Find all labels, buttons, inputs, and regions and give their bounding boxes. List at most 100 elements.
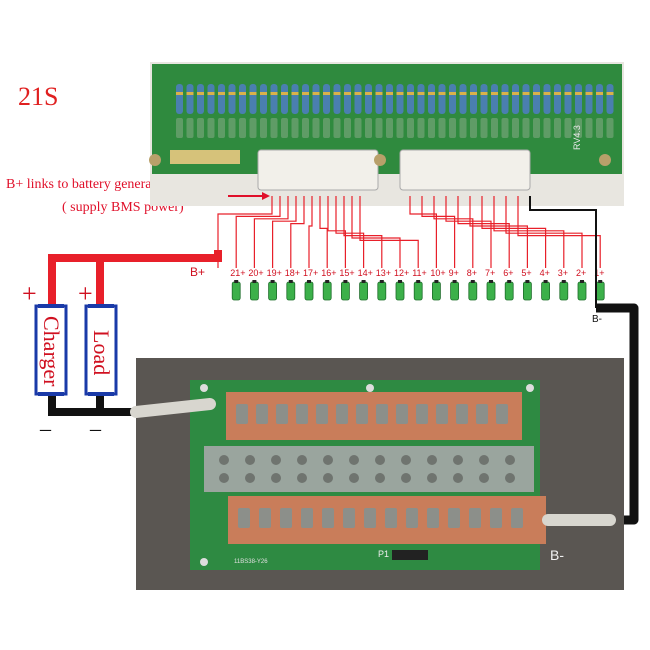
cell-tap-label: 20+ bbox=[248, 268, 263, 278]
cell-tap-label: 13+ bbox=[376, 268, 391, 278]
cell-count-title: 21S bbox=[18, 82, 59, 111]
battery-cell-cap bbox=[507, 280, 512, 283]
cell-tap-label: 2+ bbox=[576, 268, 586, 278]
balance-wire bbox=[517, 196, 601, 268]
p1-label: P1 bbox=[378, 549, 389, 559]
cell-tap-label: 3+ bbox=[558, 268, 568, 278]
battery-cell-cap bbox=[325, 280, 330, 283]
top-board-silk: RV4.3 bbox=[572, 125, 582, 150]
charger-label: Charger bbox=[39, 316, 64, 387]
cell-tap-label: 8+ bbox=[467, 268, 477, 278]
battery-cell bbox=[304, 281, 314, 301]
balance-wire bbox=[308, 196, 313, 268]
battery-cell-cap bbox=[489, 280, 493, 283]
balance-wire bbox=[217, 196, 273, 268]
battery-cell-cap bbox=[434, 280, 439, 283]
battery-cell-cap bbox=[598, 280, 603, 283]
battery-cell-cap bbox=[470, 280, 475, 283]
cell-tap-label: 14+ bbox=[358, 268, 373, 278]
balance-wire bbox=[493, 196, 565, 268]
balance-wire bbox=[343, 196, 383, 268]
cell-tap-label: 12+ bbox=[394, 268, 409, 278]
load-plus: + bbox=[78, 279, 93, 308]
cell-tap-label: 21+ bbox=[230, 268, 245, 278]
battery-cell-cap bbox=[543, 280, 548, 283]
bottom-bminus-label: B- bbox=[550, 547, 564, 563]
battery-cell bbox=[395, 281, 405, 301]
cell-tap-label: 5+ bbox=[521, 268, 531, 278]
cell-tap-label: 15+ bbox=[339, 268, 354, 278]
balance-wire bbox=[235, 196, 281, 268]
balance-wire bbox=[421, 196, 456, 268]
battery-cell-cap bbox=[379, 280, 384, 283]
battery-cell bbox=[577, 281, 587, 301]
battery-cell bbox=[523, 281, 532, 301]
load-box: Load + _ bbox=[78, 279, 118, 433]
cell-tap-label: 18+ bbox=[285, 268, 300, 278]
balance-wire bbox=[290, 196, 305, 268]
cell-tap-label: 16+ bbox=[321, 268, 336, 278]
load-label: Load bbox=[89, 330, 114, 375]
battery-cell-cap bbox=[398, 280, 402, 283]
balance-wire bbox=[445, 196, 492, 268]
battery-cell-cap bbox=[343, 280, 348, 283]
battery-cell-cap bbox=[580, 280, 584, 283]
balance-wire bbox=[319, 196, 328, 268]
battery-cell-cap bbox=[525, 280, 530, 283]
balance-wire bbox=[409, 196, 437, 268]
battery-cell-cap bbox=[416, 280, 421, 283]
cell-tap-label: 17+ bbox=[303, 268, 318, 278]
cell-tap-label: 4+ bbox=[540, 268, 550, 278]
balance-wire bbox=[351, 196, 401, 268]
battery-cell bbox=[231, 281, 241, 301]
top-bms-board-photo: RV4.3 bbox=[149, 62, 624, 206]
balance-wire bbox=[272, 196, 297, 268]
charger-box: Charger + _ bbox=[22, 279, 68, 433]
battery-cell-cap bbox=[361, 280, 366, 283]
battery-cell-cap bbox=[307, 280, 311, 283]
charger-plus: + bbox=[22, 279, 37, 308]
cell-tap-label: 19+ bbox=[267, 268, 282, 278]
battery-cell bbox=[431, 281, 441, 301]
balance-wire bbox=[359, 196, 419, 268]
cell-tap-label: 6+ bbox=[503, 268, 513, 278]
battery-cell-cap bbox=[561, 280, 566, 283]
positive-bus-wire bbox=[48, 250, 222, 308]
battery-cell bbox=[504, 281, 514, 301]
note-arrow-head-icon bbox=[262, 192, 270, 200]
balance-wire bbox=[505, 196, 583, 268]
bminus-top-label: B- bbox=[592, 314, 602, 325]
battery-cell bbox=[359, 281, 369, 301]
balance-wire bbox=[433, 196, 474, 268]
cell-tap-label: 10+ bbox=[430, 268, 445, 278]
cell-tap-label: 7+ bbox=[485, 268, 495, 278]
balance-wires bbox=[217, 196, 601, 268]
balance-wire bbox=[327, 196, 346, 268]
balance-wire bbox=[469, 196, 528, 268]
balance-wire bbox=[457, 196, 510, 268]
cell-tap-label: B+ bbox=[190, 265, 205, 279]
cell-tap-label: 11+ bbox=[412, 268, 427, 278]
balance-wire bbox=[253, 196, 289, 268]
battery-cell bbox=[340, 281, 350, 301]
battery-cell bbox=[541, 281, 550, 301]
battery-cell bbox=[249, 281, 259, 301]
board-silk-text: 11BS38-Y26 bbox=[234, 559, 268, 565]
battery-cell-cap bbox=[452, 280, 457, 283]
battery-cell bbox=[322, 281, 332, 301]
cell-tap-label: 9+ bbox=[449, 268, 459, 278]
cell-row: B+ 21+20+ 19+18+17+16+15+ 14+13+12+11+10+ 9+… bbox=[190, 265, 605, 301]
battery-cell-cap bbox=[252, 280, 257, 283]
battery-cell bbox=[468, 281, 478, 301]
bottom-bms-board-photo: P1 B- 11BS38-Y26 bbox=[130, 358, 624, 590]
cell-tap-label: 1+ bbox=[594, 268, 604, 278]
bminus-sense-wire bbox=[529, 196, 597, 308]
battery-cell bbox=[413, 281, 423, 301]
balance-wire bbox=[335, 196, 365, 268]
battery-cell-cap bbox=[270, 280, 275, 283]
balance-wire bbox=[481, 196, 547, 268]
battery-cell-cap bbox=[288, 280, 293, 283]
battery-cell bbox=[286, 281, 296, 301]
battery-cell bbox=[268, 281, 278, 301]
